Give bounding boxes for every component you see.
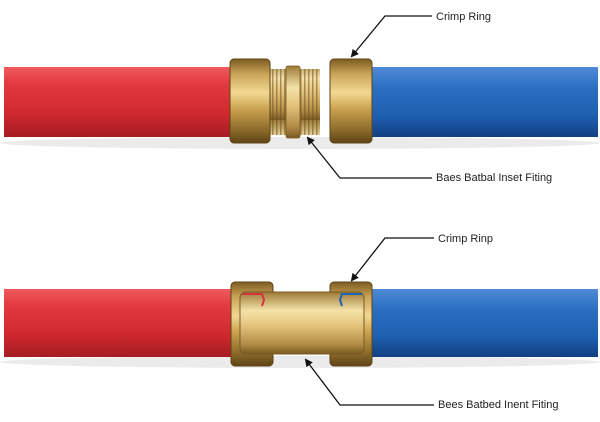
top-fitting-callout: Baes Batbal Inset Fiting xyxy=(306,136,552,184)
bottom-fitting-label: Bees Batbed Inent Fiting xyxy=(438,399,558,411)
bottom-crimp-ring-callout: Crimp Rinp xyxy=(350,233,493,282)
top-crimp-ring-leader xyxy=(350,15,432,58)
top-red-pipe xyxy=(4,67,236,137)
top-blue-pipe xyxy=(362,67,598,137)
bottom-fitting-leader xyxy=(304,358,434,406)
top-fitting-label: Baes Batbal Inset Fiting xyxy=(436,172,552,184)
top-crimp-ring-right xyxy=(329,58,373,144)
bottom-blue-barb-edge xyxy=(338,293,362,307)
top-shadow xyxy=(0,137,600,149)
top-crimp-ring-callout: Crimp Ring xyxy=(350,11,491,58)
bottom-fitting-callout: Bees Batbed Inent Fiting xyxy=(304,358,558,411)
top-fitting-stop xyxy=(285,65,301,139)
top-crimp-ring-label: Crimp Ring xyxy=(436,11,491,23)
bottom-blue-pipe xyxy=(330,289,598,357)
bottom-fitting-insert xyxy=(239,291,365,355)
bottom-crimp-ring-label: Crimp Rinp xyxy=(438,233,493,245)
bottom-red-barb-edge xyxy=(242,293,266,307)
top-crimp-ring-left xyxy=(229,58,271,144)
bottom-crimp-ring-leader xyxy=(350,237,434,282)
top-assembly xyxy=(0,58,600,149)
bottom-shadow xyxy=(0,356,600,368)
bottom-assembly xyxy=(0,281,600,368)
bottom-red-pipe xyxy=(4,289,264,357)
top-fitting-leader xyxy=(306,136,432,179)
